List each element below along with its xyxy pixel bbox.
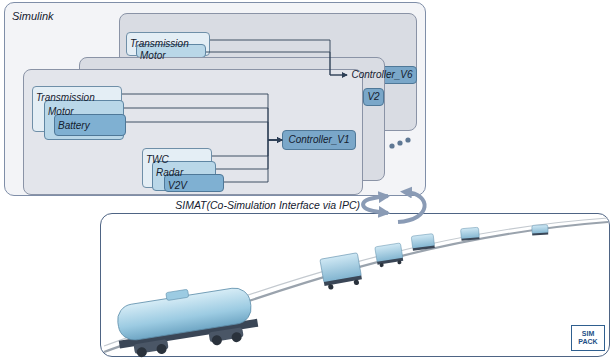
box-wagon bbox=[320, 253, 363, 291]
box-label: Transmission bbox=[36, 92, 95, 104]
box-label: Controller_V6 bbox=[351, 69, 412, 81]
interface-label: SIMAT(Co-Simulation Interface via IPC) bbox=[60, 199, 360, 211]
box-wagon bbox=[461, 227, 480, 241]
ellipsis-dots bbox=[389, 137, 410, 148]
co-simulation-arrow bbox=[363, 196, 388, 213]
box-label: V2V bbox=[168, 180, 187, 192]
simulink-panel: SimulinkTransmissionMotorController_V6V2… bbox=[4, 2, 426, 196]
rail-track bbox=[104, 218, 608, 352]
signal-line bbox=[216, 140, 282, 169]
signal-line bbox=[210, 40, 347, 75]
logo-text: SIM PACK bbox=[577, 330, 599, 346]
controller-box: V2 bbox=[363, 88, 384, 106]
signal-line bbox=[126, 122, 282, 140]
box-label: Motor bbox=[140, 50, 166, 62]
signal-line bbox=[212, 140, 282, 156]
box-label: Transmission bbox=[130, 38, 189, 50]
box-label: Battery bbox=[58, 120, 90, 132]
controller-box: Controller_V1 bbox=[282, 130, 356, 150]
signal-line bbox=[124, 108, 282, 140]
tank-wagon bbox=[112, 279, 260, 360]
simpack-panel: SIM PACK bbox=[100, 213, 610, 357]
box-label: V2 bbox=[367, 91, 379, 103]
box-wagon bbox=[532, 225, 549, 236]
box-wagon bbox=[375, 243, 404, 268]
panel-title: Simulink bbox=[12, 10, 54, 22]
box-label: Controller_V1 bbox=[288, 134, 349, 146]
box-label: TWC bbox=[146, 154, 169, 166]
signal-line bbox=[122, 94, 282, 140]
signal-line bbox=[224, 140, 282, 182]
model-card: TransmissionMotorBatteryTWCRadarV2V Contr… bbox=[23, 69, 363, 195]
box-wagon bbox=[411, 234, 435, 251]
box-label: Motor bbox=[48, 106, 74, 118]
signal-line bbox=[206, 52, 347, 75]
component-box: Battery bbox=[54, 114, 126, 136]
simpack-logo: SIM PACK bbox=[571, 325, 605, 351]
box-label: Radar bbox=[156, 167, 183, 179]
exchange-arc bbox=[398, 192, 425, 222]
